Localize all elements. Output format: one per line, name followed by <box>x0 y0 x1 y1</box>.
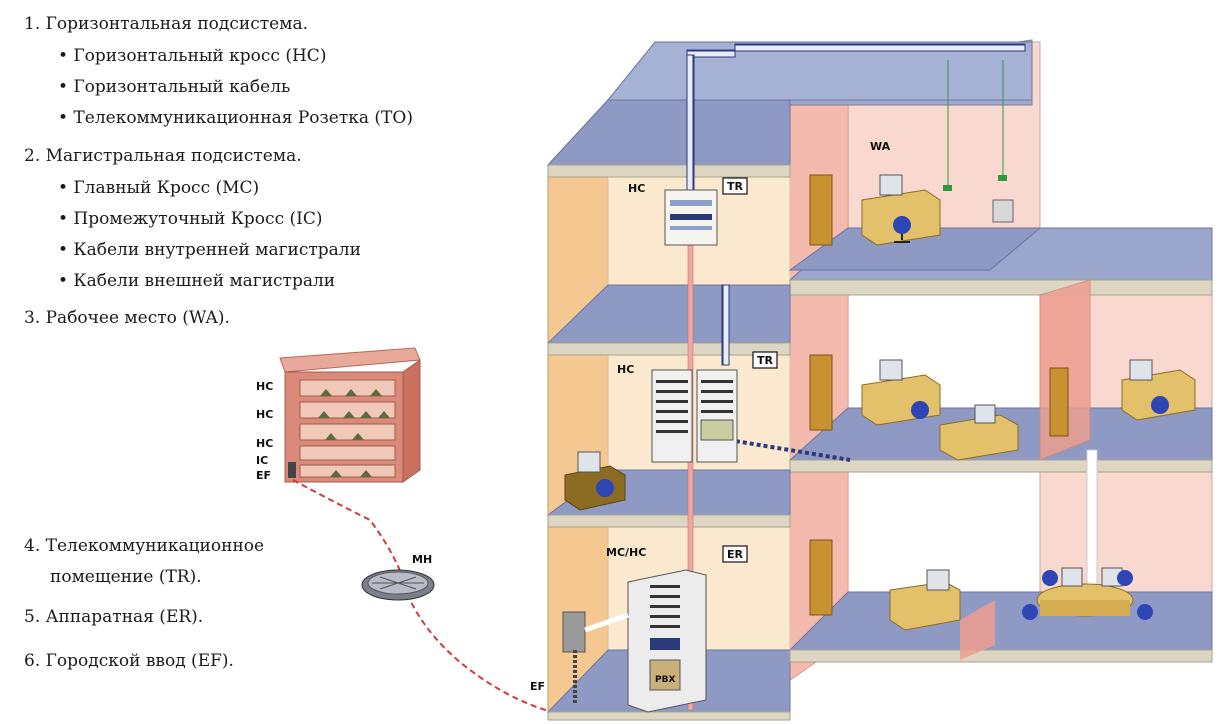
label-tr-mid: TR <box>757 354 774 367</box>
small-building-label-ic: IC <box>256 454 268 467</box>
legend-item-1: 1. Горизонтальная подсистема. <box>24 14 308 34</box>
legend-item-5: 5. Аппаратная (ER). <box>24 607 204 627</box>
legend-item-3: 3. Рабочее место (WA). <box>24 308 230 328</box>
label-hc-mid: HC <box>617 363 634 376</box>
label-pbx: PBX <box>655 675 675 685</box>
legend-item-to: • Телекоммуникационная Розетка (TO) <box>58 108 413 128</box>
legend-item-2: 2. Магистральная подсистема. <box>24 146 302 166</box>
label-mc-hc: MC/HC <box>606 546 646 559</box>
ef-box <box>562 611 586 653</box>
legend-item-outer: • Кабели внешней магистрали <box>58 271 336 291</box>
small-building-label-ef: EF <box>256 469 271 482</box>
label-wa: WA <box>870 140 891 153</box>
hc-racks-mid <box>651 369 738 463</box>
legend-item-4: 4. Телекоммуникационное <box>24 536 265 556</box>
small-building: HC HC HC IC EF <box>256 347 421 483</box>
small-building-label-hc3: HC <box>256 437 273 450</box>
legend-item-inner: • Кабели внутренней магистрали <box>58 240 361 260</box>
label-tr-top-box: TR <box>722 177 748 195</box>
manhole: MH <box>361 553 435 601</box>
mc-racks-ground <box>627 569 707 713</box>
label-hc-top: HC <box>628 182 645 195</box>
manhole-label: MH <box>412 553 432 566</box>
label-er: ER <box>727 548 744 561</box>
small-building-label-hc1: HC <box>256 380 273 393</box>
label-tr-mid-box: TR <box>752 351 778 369</box>
label-ef: EF <box>530 680 545 693</box>
main-building: HC TR WA HC TR MC/HC ER PBX EF <box>530 39 1213 721</box>
hc-cabinet-top <box>664 189 718 246</box>
legend-item-mc: • Главный Кросс (MC) <box>58 178 260 198</box>
legend-item-ic: • Промежуточный Кросс (IC) <box>58 209 323 229</box>
workstations <box>564 174 1196 631</box>
legend-item-4b: помещение (TR). <box>50 567 202 587</box>
legend-item-6: 6. Городской ввод (EF). <box>24 651 234 671</box>
legend-item-hc: • Горизонтальный кросс (HC) <box>58 46 327 66</box>
legend-item-hcable: • Горизонтальный кабель <box>58 77 291 97</box>
small-building-label-hc2: HC <box>256 408 273 421</box>
outside-cable <box>292 479 553 713</box>
label-tr-top: TR <box>727 180 744 193</box>
label-er-box: ER <box>722 545 748 563</box>
